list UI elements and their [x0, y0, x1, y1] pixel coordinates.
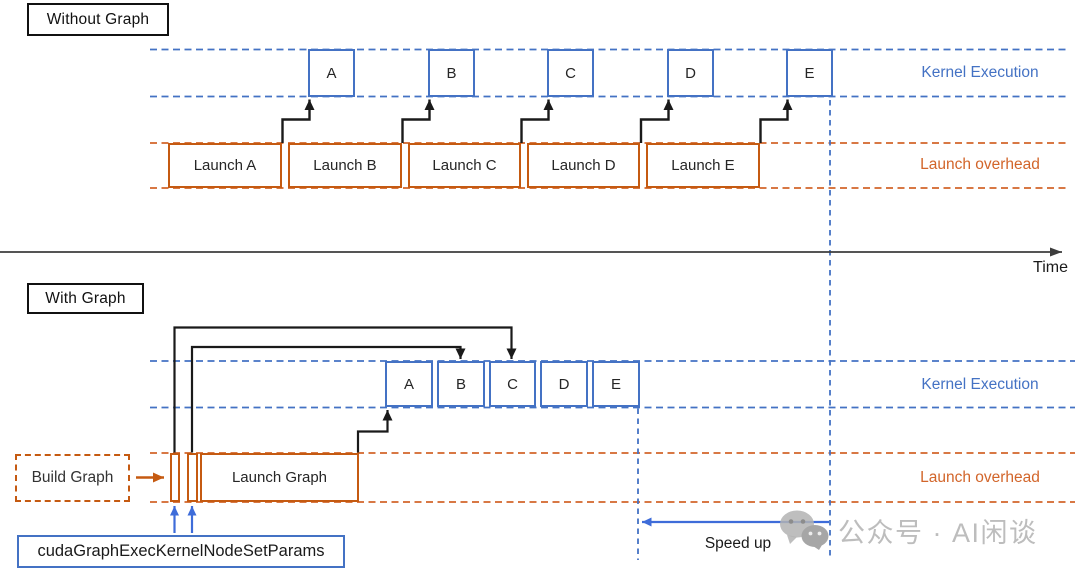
graph-update-slot-1 — [170, 453, 180, 502]
cuda-api-box: cudaGraphExecKernelNodeSetParams — [17, 535, 345, 568]
arrow-launch-a-to-kernel-a — [281, 99, 315, 143]
without-graph-title-box: Without Graph — [27, 3, 169, 36]
top-kernel-box-c: C — [547, 49, 594, 97]
bottom-overhead-lane-label: Launch overhead — [890, 467, 1070, 489]
launch-box-a: Launch A — [168, 143, 282, 188]
top-overhead-lane-label-text: Launch overhead — [920, 156, 1040, 173]
top-kernel-box-d-label: D — [685, 64, 696, 82]
cuda-api-label: cudaGraphExecKernelNodeSetParams — [37, 542, 325, 560]
arrow-launch-d-to-kernel-d — [639, 99, 674, 143]
bottom-kernel-lane-label-text: Kernel Execution — [921, 376, 1039, 393]
launch-box-e-label: Launch E — [671, 157, 735, 174]
arrow-launch-e-to-kernel-e — [759, 99, 793, 143]
wechat-icon — [780, 510, 829, 550]
graph-update-slot-2 — [187, 453, 198, 502]
top-kernel-box-b: B — [428, 49, 475, 97]
launch-box-d-label: Launch D — [551, 157, 616, 174]
bottom-kernel-box-e: E — [592, 361, 640, 407]
arrow-launch-b-to-kernel-b — [401, 99, 435, 143]
top-kernel-box-b-label: B — [446, 64, 457, 82]
top-kernel-box-e: E — [786, 49, 833, 97]
arrow-launch-c-to-kernel-c — [520, 99, 554, 143]
bottom-black-arrows — [173, 326, 517, 453]
top-overhead-lane-label: Launch overhead — [890, 154, 1070, 176]
bottom-kernel-box-c: C — [489, 361, 536, 407]
time-axis-label-text: Time — [1033, 259, 1068, 276]
bottom-kernel-box-b: B — [437, 361, 485, 407]
launch-box-a-label: Launch A — [193, 157, 257, 174]
launch-box-d: Launch D — [527, 143, 640, 188]
build-graph-box: Build Graph — [15, 454, 130, 502]
top-kernel-lane-label-text: Kernel Execution — [921, 64, 1039, 81]
bottom-kernel-box-d: D — [540, 361, 588, 407]
watermark-text: 公众号 · AI闲谈 — [838, 517, 1038, 548]
bottom-overhead-lane-label-text: Launch overhead — [920, 469, 1040, 486]
top-kernel-box-a-label: A — [326, 64, 337, 82]
launch-box-e: Launch E — [646, 143, 760, 188]
launch-graph-label: Launch Graph — [231, 469, 328, 486]
bottom-kernel-box-a-label: A — [403, 375, 414, 393]
launch-box-c: Launch C — [408, 143, 521, 188]
top-kernel-box-a: A — [308, 49, 355, 97]
with-graph-title: With Graph — [45, 289, 126, 307]
build-graph-label: Build Graph — [31, 469, 114, 486]
bottom-kernel-box-b-label: B — [455, 375, 466, 393]
top-kernel-box-c-label: C — [565, 64, 576, 82]
with-graph-title-box: With Graph — [27, 283, 144, 314]
time-axis-label: Time — [1016, 259, 1068, 277]
watermark: 公众号 · AI闲谈 — [778, 508, 1078, 552]
launch-box-b: Launch B — [288, 143, 402, 188]
bottom-kernel-box-c-label: C — [507, 375, 518, 393]
bottom-kernel-lane-label: Kernel Execution — [890, 374, 1070, 396]
speedup-label-text: Speed up — [704, 535, 772, 552]
launch-box-c-label: Launch C — [432, 157, 497, 174]
arrow-update-slot2-to-kernel-b — [190, 345, 466, 453]
arrow-launch-graph-to-kernel-a — [356, 410, 393, 453]
bottom-kernel-box-d-label: D — [558, 375, 570, 393]
api-to-slot-arrows — [170, 506, 197, 533]
top-kernel-box-e-label: E — [804, 64, 815, 82]
top-kernel-box-d: D — [667, 49, 714, 97]
top-launch-to-kernel-arrows — [281, 99, 793, 143]
bottom-kernel-box-e-label: E — [610, 375, 621, 393]
launch-box-b-label: Launch B — [313, 157, 377, 174]
arrow-update-slot1-to-kernel-c — [173, 326, 517, 453]
bottom-kernel-box-a: A — [385, 361, 433, 407]
speedup-label: Speed up — [688, 535, 788, 553]
without-graph-title: Without Graph — [46, 10, 150, 28]
top-kernel-lane-label: Kernel Execution — [890, 62, 1070, 84]
launch-graph-box: Launch Graph — [200, 453, 359, 502]
